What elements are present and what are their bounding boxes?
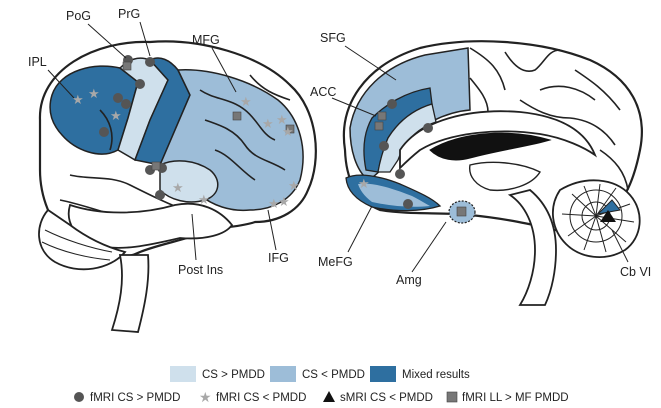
region-precentral-mixed — [133, 57, 191, 166]
legend-marker-label-triangle: sMRI CS < PMDD — [340, 392, 433, 404]
label-post-ins: Post Ins — [178, 263, 223, 277]
label-acc: ACC — [310, 85, 336, 99]
star-icon: ★ — [282, 124, 294, 139]
square-icon — [285, 124, 295, 134]
star-icon: ★ — [358, 176, 370, 191]
label-cb-vi: Cb VI — [620, 265, 651, 279]
star-icon: ★ — [110, 108, 122, 123]
star-icon: ★ — [278, 194, 290, 209]
square-icon — [377, 111, 387, 121]
square-icon — [456, 206, 467, 217]
star-icon: ★ — [72, 92, 84, 107]
legend-swatch-cs-gt — [170, 366, 196, 382]
star-icon: ★ — [240, 94, 252, 109]
legend-label-mixed: Mixed results — [402, 369, 470, 381]
star-icon: ★ — [288, 178, 300, 193]
circle-icon — [121, 99, 131, 109]
medial-leader-lines — [331, 45, 629, 273]
label-ipl: IPL — [28, 55, 47, 69]
circle-icon — [395, 169, 405, 179]
star-icon: ★ — [276, 112, 288, 127]
star-icon: ★ — [172, 180, 184, 195]
corpus-callosum — [399, 110, 597, 171]
square-icon — [151, 161, 161, 171]
label-pog: PoG — [66, 9, 91, 23]
legend-marker-label-square: fMRI LL > MF PMDD — [462, 392, 569, 404]
star-icon: ★ — [268, 196, 280, 211]
label-sfg: SFG — [320, 31, 346, 45]
lateral-ventricle — [429, 132, 552, 161]
lateral-brain: ★ ★ ★ ★ ★ ★ ★ ★ ★ ★ ★ ★ PoG PrG MFG IPL … — [28, 7, 317, 333]
star-icon: ★ — [262, 116, 274, 131]
legend-marker-label-star: fMRI CS < PMDD — [216, 392, 306, 404]
label-ifg: IFG — [268, 251, 289, 265]
square-icon — [232, 111, 242, 121]
legend-marker-label-circle: fMRI CS > PMDD — [90, 392, 180, 404]
legend-regions: CS > PMDD CS < PMDD Mixed results — [170, 366, 470, 382]
legend-swatch-mixed — [370, 366, 396, 382]
triangle-icon — [323, 391, 335, 402]
lateral-star-markers: ★ ★ ★ ★ ★ ★ ★ ★ ★ ★ ★ ★ — [72, 86, 300, 211]
circle-icon — [145, 57, 155, 67]
circle-icon — [99, 127, 109, 137]
cerebellum-folia — [561, 183, 635, 253]
region-mefg-light — [358, 183, 430, 207]
circle-icon — [155, 190, 165, 200]
label-amg: Amg — [396, 273, 422, 287]
region-insula-light — [159, 160, 219, 203]
star-icon: ★ — [88, 86, 100, 101]
square-icon — [374, 121, 384, 131]
lateral-square-markers — [122, 61, 295, 171]
medial-circle-markers — [379, 99, 433, 209]
triangle-icon — [600, 210, 616, 222]
legend-label-cs-gt: CS > PMDD — [202, 369, 265, 381]
square-icon — [122, 61, 132, 71]
legend-swatch-cs-lt — [270, 366, 296, 382]
lateral-cerebellum — [38, 208, 127, 271]
label-mfg: MFG — [192, 33, 220, 47]
star-icon: ★ — [199, 389, 212, 405]
label-mefg: MeFG — [318, 255, 353, 269]
medial-brainstem — [507, 189, 557, 306]
legend-label-cs-lt: CS < PMDD — [302, 369, 365, 381]
lateral-leader-lines — [47, 21, 277, 261]
thalamus — [469, 161, 541, 192]
circle-icon — [74, 392, 84, 402]
legend-markers: fMRI CS > PMDD ★ fMRI CS < PMDD sMRI CS … — [74, 389, 569, 405]
label-prg: PrG — [118, 7, 140, 21]
medial-star-markers: ★ — [358, 176, 370, 191]
circle-icon — [379, 141, 389, 151]
circle-icon — [135, 79, 145, 89]
medial-gyri-lines — [469, 47, 629, 191]
square-icon — [446, 391, 458, 403]
circle-icon — [113, 93, 123, 103]
medial-brain: ★ SFG ACC MeFG Amg Cb VI — [310, 31, 651, 306]
lateral-gyri-lines — [59, 74, 291, 223]
circle-icon — [423, 123, 433, 133]
circle-icon — [403, 199, 413, 209]
legend: CS > PMDD CS < PMDD Mixed results fMRI C… — [74, 366, 569, 405]
circle-icon — [387, 99, 397, 109]
lateral-brainstem — [110, 254, 150, 333]
medial-square-markers — [374, 111, 387, 131]
star-icon: ★ — [198, 192, 210, 207]
region-parietal-mixed — [49, 65, 139, 155]
